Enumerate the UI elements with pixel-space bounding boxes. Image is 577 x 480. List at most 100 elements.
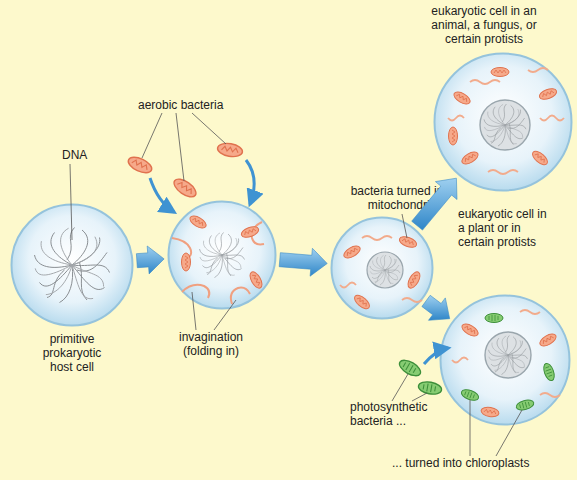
cell-node: bacteria turned into mitochondria bbox=[330, 216, 434, 320]
engulfed-bacterium bbox=[248, 270, 265, 290]
endoplasmic-reticulum bbox=[402, 298, 422, 302]
cell-caption: bacteria turned into mitochondria bbox=[350, 184, 454, 212]
nucleus bbox=[477, 99, 532, 153]
cell-node: primitive prokaryotic host cell bbox=[10, 203, 134, 327]
aerobic-bacterium bbox=[216, 142, 243, 159]
leader-line bbox=[392, 374, 408, 401]
leader-line bbox=[214, 300, 236, 330]
dna-tangle bbox=[23, 218, 120, 314]
endoplasmic-reticulum bbox=[340, 283, 356, 288]
mitochondrion bbox=[452, 90, 472, 107]
cell-outline bbox=[433, 52, 573, 192]
photosynthetic-bacterium bbox=[397, 357, 423, 379]
aerobic-bacterium bbox=[171, 176, 199, 201]
cell-node: eukaryotic cell in an animal, a fungus, … bbox=[433, 52, 573, 192]
mitochondrion bbox=[352, 293, 372, 311]
endoplasmic-reticulum bbox=[448, 116, 464, 121]
leader-line bbox=[176, 113, 184, 181]
transition-arrow bbox=[422, 295, 450, 320]
endoplasmic-reticulum bbox=[540, 393, 560, 397]
chloroplast bbox=[460, 314, 556, 412]
engulfed-bacterium bbox=[182, 253, 191, 271]
uptake-arrow bbox=[150, 160, 254, 212]
callout-label: ... turned into chloroplasts bbox=[392, 456, 572, 470]
engulfed-bacterium bbox=[182, 214, 265, 290]
leader-line bbox=[192, 292, 196, 330]
cell-membrane bbox=[169, 202, 276, 309]
aerobic-bacterium bbox=[126, 142, 244, 201]
cell-caption: primitive prokaryotic host cell bbox=[33, 332, 111, 374]
nucleus bbox=[485, 332, 531, 378]
chloroplast bbox=[515, 398, 535, 411]
transition-arrow bbox=[136, 246, 164, 274]
mitochondrion bbox=[398, 235, 418, 250]
callout-label: DNA bbox=[62, 148, 102, 162]
endoplasmic-reticulum bbox=[452, 358, 468, 363]
mitochondrion bbox=[342, 244, 362, 261]
nucleus bbox=[477, 99, 532, 153]
leader-line bbox=[496, 410, 522, 456]
endoplasmic-reticulum bbox=[362, 236, 392, 240]
leader-line bbox=[402, 214, 407, 238]
nucleus bbox=[367, 252, 403, 288]
cell-caption: invagination (folding in) bbox=[170, 330, 252, 358]
uptake-arrow bbox=[424, 348, 448, 364]
cell-caption: eukaryotic cell in an animal, a fungus, … bbox=[430, 4, 538, 46]
photosynthetic-bacterium bbox=[397, 357, 443, 396]
cell-outline bbox=[439, 294, 571, 426]
cell-node: invagination (folding in) bbox=[167, 200, 277, 310]
transition-arrow bbox=[279, 248, 327, 276]
cell-caption: eukaryotic cell in a plant or in certain… bbox=[458, 207, 556, 249]
endoplasmic-reticulum bbox=[488, 170, 518, 174]
endoplasmic-reticulum bbox=[452, 310, 560, 397]
endoplasmic-reticulum bbox=[520, 310, 540, 314]
cell-membrane bbox=[441, 296, 570, 425]
nucleus bbox=[365, 251, 404, 289]
nucleus bbox=[482, 331, 533, 381]
uptake-arrow bbox=[150, 178, 174, 212]
endoplasmic-reticulum bbox=[528, 68, 548, 72]
mitochondrion bbox=[530, 149, 550, 167]
cell-membrane bbox=[12, 205, 133, 326]
leader-line bbox=[470, 400, 471, 456]
mitochondrion bbox=[491, 68, 509, 77]
nucleus bbox=[480, 100, 530, 150]
cell-membrane bbox=[332, 218, 433, 319]
cell-outline bbox=[167, 200, 277, 310]
cell-outline bbox=[10, 203, 134, 327]
leader-line bbox=[142, 113, 236, 330]
mitochondrion bbox=[538, 87, 558, 102]
cell-outline bbox=[330, 216, 434, 320]
transition-arrow bbox=[412, 178, 457, 230]
callout-label: photosynthetic bacteria ... bbox=[350, 400, 436, 428]
engulfed-bacterium bbox=[188, 214, 208, 231]
mitochondrion bbox=[480, 406, 499, 418]
dna-tangle bbox=[192, 227, 250, 285]
leader-line bbox=[392, 374, 522, 456]
mitochondrion bbox=[538, 332, 558, 349]
dna-tangle bbox=[23, 218, 120, 314]
aerobic-bacterium bbox=[126, 154, 154, 176]
leader-line bbox=[412, 393, 427, 401]
invagination-fold bbox=[182, 285, 209, 298]
mitochondrion bbox=[460, 322, 558, 418]
mitochondrion bbox=[449, 68, 558, 168]
invagination-fold bbox=[172, 222, 264, 304]
callout-label: aerobic bacteria bbox=[138, 98, 258, 112]
uptake-arrow bbox=[246, 160, 254, 204]
leader-line bbox=[192, 113, 226, 144]
cell-node: eukaryotic cell in a plant or in certain… bbox=[439, 294, 571, 426]
mitochondrion bbox=[406, 270, 423, 290]
mitochondrion bbox=[460, 322, 480, 339]
nucleus bbox=[365, 251, 404, 289]
leader-line bbox=[142, 113, 162, 158]
mitochondrion bbox=[460, 150, 480, 167]
endoplasmic-reticulum bbox=[448, 68, 564, 174]
mitochondrion bbox=[449, 127, 458, 145]
chloroplast bbox=[460, 388, 480, 403]
